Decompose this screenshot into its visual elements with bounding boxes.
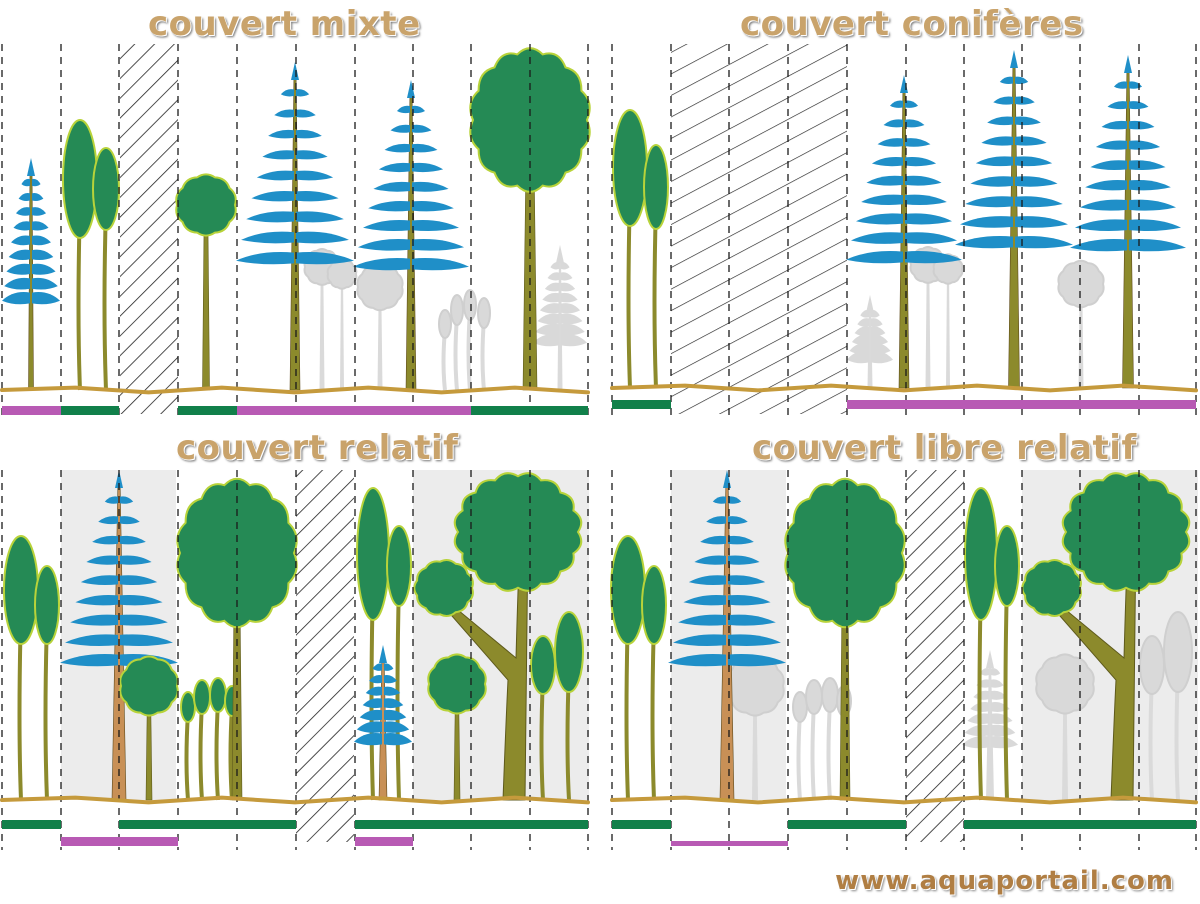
poplar-tree: [3, 535, 39, 801]
cover-bar: [355, 820, 588, 829]
panel-title-relatif: couvert relatif: [176, 428, 459, 468]
cover-bar: [847, 400, 1196, 409]
canopy-gap-hatch: [671, 44, 847, 414]
broadleaf-tree: [175, 173, 237, 391]
conifer-tree: [236, 62, 354, 391]
ghost-broadleaf-tree: [356, 262, 404, 390]
ghost-broadleaf-tree: [932, 253, 964, 388]
cover-bar: [2, 820, 61, 829]
poplar-tree: [386, 525, 412, 801]
ghost-poplar-tree: [463, 289, 477, 391]
poplar-tree: [62, 119, 98, 391]
spreading-broadleaf-tree: [413, 472, 583, 801]
cover-bar: [612, 820, 671, 829]
ghost-poplar-tree: [1163, 611, 1193, 801]
cover-bar: [237, 406, 471, 415]
ghost-poplar-tree: [792, 691, 808, 801]
broadleaf-tree: [784, 477, 906, 801]
poplar-tree: [209, 677, 227, 801]
ghost-broadleaf-tree: [326, 258, 358, 390]
ghost-poplar-tree: [805, 679, 823, 801]
ghost-conifer-tree: [533, 245, 587, 390]
cover-bar: [61, 406, 119, 415]
cover-bar: [964, 820, 1196, 829]
ghost-poplar-tree: [821, 677, 839, 801]
poplar-tree: [554, 611, 584, 801]
canopy-gap-hatch: [296, 470, 354, 842]
conifer-tree: [668, 470, 786, 801]
conifer-tree: [846, 75, 962, 389]
conifer-tree: [1070, 55, 1186, 389]
ghost-conifer-tree: [962, 650, 1018, 800]
spreading-broadleaf-tree: [1021, 472, 1191, 801]
conifer-tree: [354, 645, 412, 801]
broadleaf-tree: [119, 655, 179, 801]
cover-bar: [612, 400, 671, 409]
poplar-tree: [193, 679, 211, 801]
poplar-tree: [34, 565, 60, 801]
cover-bar: [119, 820, 296, 829]
cover-bar: [671, 841, 788, 846]
poplar-tree: [641, 565, 667, 801]
panel-title-libre-relatif: couvert libre relatif: [752, 428, 1137, 468]
ghost-broadleaf-tree: [1057, 259, 1105, 388]
canopy-gap-hatch: [120, 44, 178, 414]
conifer-tree: [353, 80, 469, 391]
website-credit: www.aquaportail.com: [835, 866, 1174, 896]
ghost-poplar-tree: [1139, 635, 1165, 801]
ghost-conifer-tree: [847, 295, 893, 388]
poplar-tree: [610, 535, 646, 801]
poplar-tree: [643, 144, 669, 389]
panel-title-mixte: couvert mixte: [148, 4, 421, 44]
canopy-gap-hatch: [906, 470, 964, 842]
poplar-tree: [92, 147, 120, 391]
poplar-tree: [612, 109, 648, 389]
ghost-poplar-tree: [438, 309, 452, 391]
cover-bar: [61, 837, 178, 846]
ground-line: [610, 795, 1198, 805]
panel-title-coniferes: couvert conifères: [740, 4, 1084, 44]
ghost-poplar-tree: [450, 294, 464, 391]
cover-bar: [2, 406, 61, 415]
cover-bar: [355, 837, 413, 846]
conifer-tree: [955, 50, 1073, 389]
cover-bar: [471, 406, 588, 415]
poplar-tree: [180, 691, 196, 801]
cover-bar: [788, 820, 906, 829]
conifer-tree: [2, 158, 60, 391]
ghost-poplar-tree: [477, 297, 491, 391]
ground-line: [610, 383, 1198, 393]
poplar-tree: [994, 525, 1020, 801]
ground-line: [0, 795, 590, 805]
poplar-tree: [530, 635, 556, 801]
cover-bar: [178, 406, 237, 415]
ground-line: [0, 385, 590, 395]
